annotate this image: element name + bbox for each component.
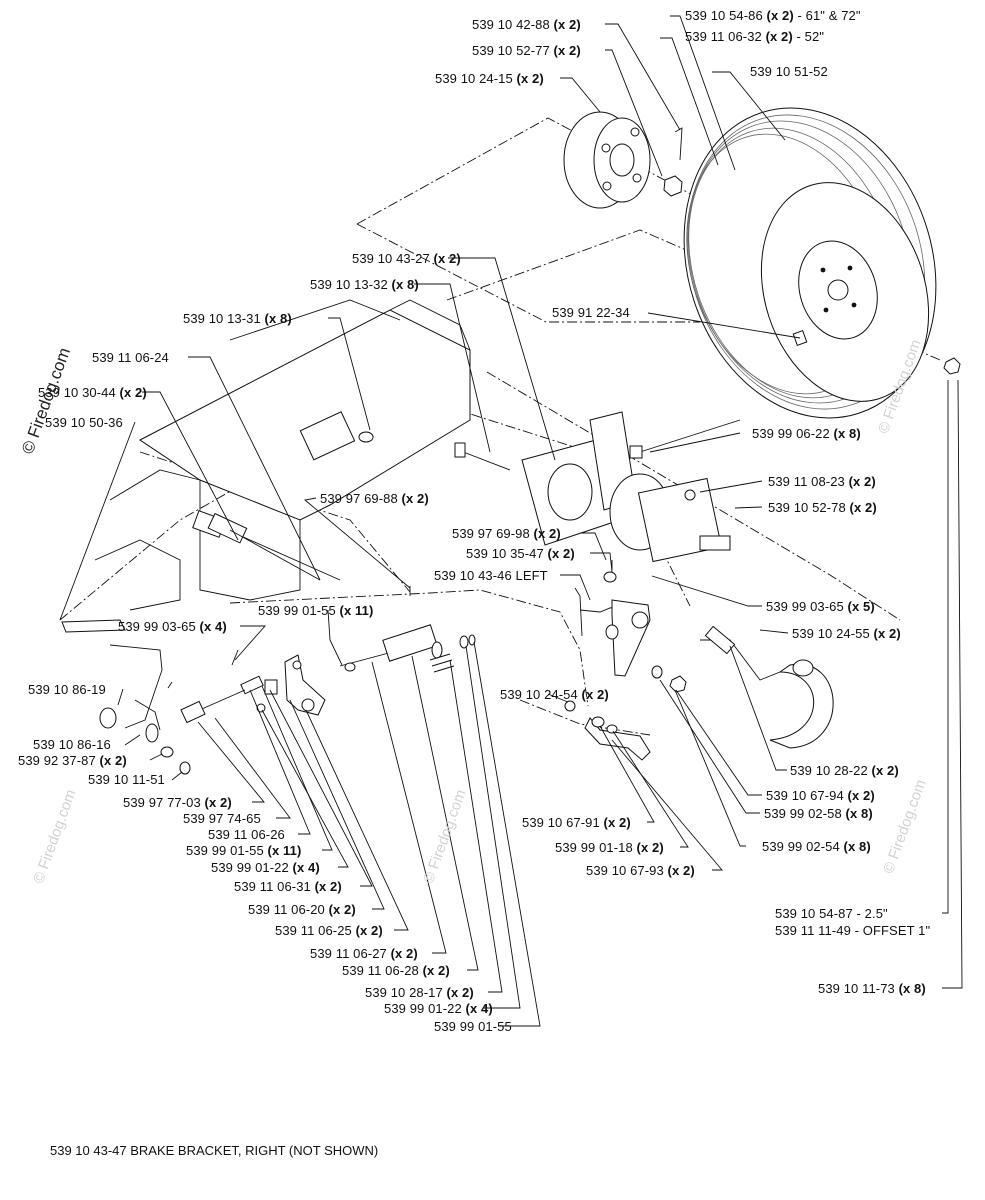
part-label: 539 99 01-18 (x 2) (555, 840, 664, 855)
part-label: 539 99 01-22 (x 4) (211, 860, 320, 875)
part-label: 539 10 43-27 (x 2) (352, 251, 461, 266)
part-label: 539 99 06-22 (x 8) (752, 426, 861, 441)
part-label: 539 97 69-88 (x 2) (320, 491, 429, 506)
part-label: 539 92 37-87 (x 2) (18, 753, 127, 768)
part-label: 539 99 03-65 (x 4) (118, 619, 227, 634)
part-label: 539 10 67-93 (x 2) (586, 863, 695, 878)
part-label: 539 99 03-65 (x 5) (766, 599, 875, 614)
part-label: 539 11 06-32 (x 2) - 52" (685, 29, 825, 44)
part-label: 539 10 52-77 (x 2) (472, 43, 581, 58)
part-label: 539 11 06-31 (x 2) (234, 879, 342, 894)
part-label: 539 99 01-55 (434, 1019, 512, 1034)
part-label: 539 97 69-98 (x 2) (452, 526, 561, 541)
part-label: 539 10 11-51 (88, 772, 165, 787)
part-label: 539 10 42-88 (x 2) (472, 17, 581, 32)
part-label: 539 99 01-55 (x 11) (258, 603, 374, 618)
part-label: 539 99 02-58 (x 8) (764, 806, 873, 821)
part-label: 539 11 06-27 (x 2) (310, 946, 418, 961)
part-label: 539 99 02-54 (x 8) (762, 839, 871, 854)
brake-band (651, 625, 834, 749)
part-label: 539 10 30-44 (x 2) (38, 385, 147, 400)
wheel-hub (563, 111, 683, 209)
part-label: 539 99 01-22 (x 4) (384, 1001, 493, 1016)
part-label: 539 99 01-55 (x 11) (186, 843, 302, 858)
part-label: 539 91 22-34 (552, 305, 630, 320)
part-label: 539 10 13-32 (x 8) (310, 277, 419, 292)
control-rods (99, 510, 476, 775)
wheel-motor-assembly (454, 411, 741, 563)
part-label: 539 10 86-16 (33, 737, 111, 752)
part-label: 539 97 74-65 (183, 811, 261, 826)
part-label: 539 10 52-78 (x 2) (768, 500, 877, 515)
part-label: 539 10 67-91 (x 2) (522, 815, 631, 830)
footer-note: 539 10 43-47 BRAKE BRACKET, RIGHT (NOT S… (50, 1143, 379, 1158)
part-label: 539 10 43-46 LEFT (434, 568, 548, 583)
part-label: 539 10 24-55 (x 2) (792, 626, 901, 641)
leader-lines (59, 15, 963, 1027)
part-label: 539 10 28-22 (x 2) (790, 763, 899, 778)
part-label: 539 11 06-24 (92, 350, 169, 365)
part-label: 539 10 28-17 (x 2) (365, 985, 474, 1000)
brake-linkage (564, 560, 651, 761)
part-label: 539 10 51-52 (750, 64, 828, 79)
part-label: 539 10 86-19 (28, 682, 106, 697)
part-label: 539 10 24-15 (x 2) (435, 71, 544, 86)
part-label: 539 11 06-25 (x 2) (275, 923, 383, 938)
part-label: 539 11 06-20 (x 2) (248, 902, 356, 917)
tire-assembly (683, 107, 961, 419)
part-label: 539 11 08-23 (x 2) (768, 474, 876, 489)
part-label: 539 11 06-28 (x 2) (342, 963, 450, 978)
frame (61, 299, 471, 633)
part-label: 539 10 35-47 (x 2) (466, 546, 575, 561)
part-label: 539 10 50-36 (45, 415, 123, 430)
part-label: 539 10 24-54 (x 2) (500, 687, 609, 702)
part-label: 539 10 67-94 (x 2) (766, 788, 875, 803)
part-label: 539 10 11-73 (x 8) (818, 981, 926, 996)
part-label: 539 11 11-49 - OFFSET 1" (775, 923, 931, 938)
part-label: 539 10 13-31 (x 8) (183, 311, 292, 326)
part-label: 539 11 06-26 (208, 827, 285, 842)
part-label: 539 97 77-03 (x 2) (123, 795, 232, 810)
part-label: 539 10 54-87 - 2.5" (775, 906, 888, 921)
part-label: 539 10 54-86 (x 2) - 61" & 72" (685, 8, 861, 23)
